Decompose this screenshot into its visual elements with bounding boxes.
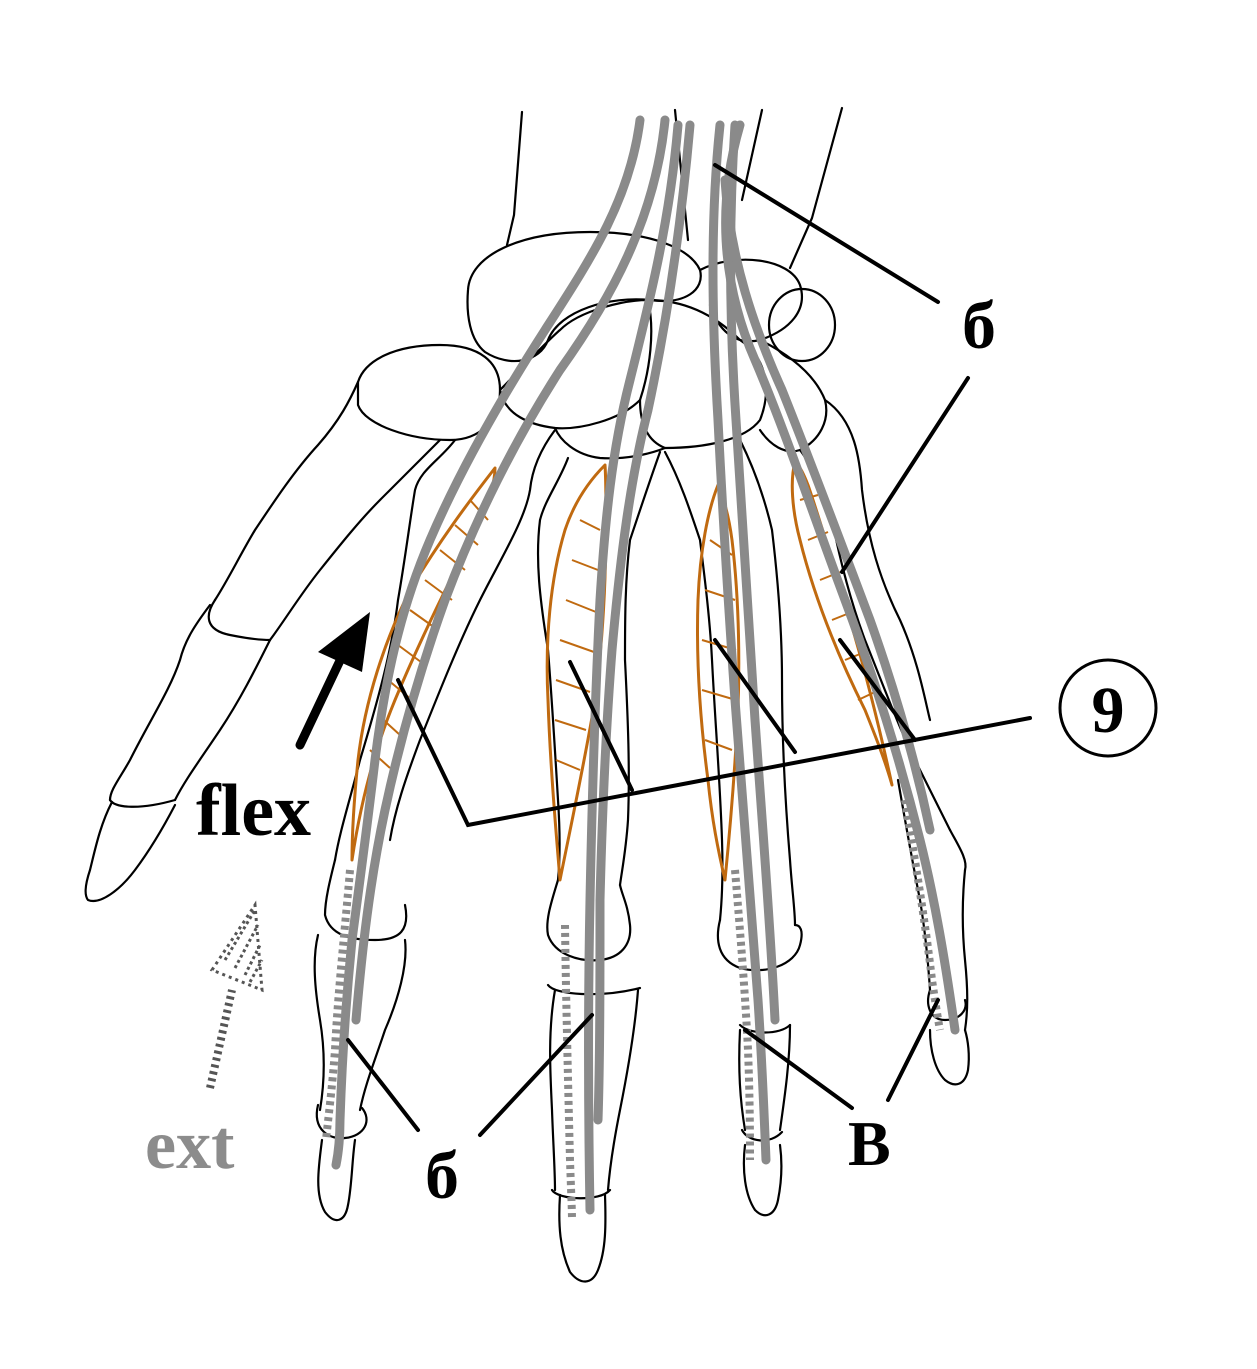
carpal-base-line (553, 426, 667, 460)
ext-dash-little (901, 799, 944, 1031)
flexor-tendons (331, 115, 960, 1215)
thumb-ip-joint (108, 798, 177, 808)
ulna-bone (788, 106, 844, 270)
leader-b-bottom-left (346, 1038, 420, 1132)
ring-distal-phalanx (742, 1143, 783, 1217)
middle-distal-phalanx (558, 1193, 607, 1283)
leader-9-ring (713, 638, 797, 754)
leader-9-main (396, 678, 1032, 828)
little-pip-joint (927, 988, 967, 1022)
thumb-mcp-joint (207, 598, 272, 642)
label-ext: ext (145, 1107, 234, 1184)
tendon-index-2 (351, 115, 670, 1025)
thumb-proximal-phalanx (108, 603, 272, 802)
ext-arrow-icon (206, 900, 264, 1089)
label-circled-9: 9 (1092, 674, 1125, 747)
label-v-bottom: В (848, 1108, 891, 1179)
lumbrical-ring (696, 483, 741, 882)
ring-mcp-joint (716, 918, 803, 972)
carpal-trapezium (356, 343, 502, 442)
label-b-bottom: б (425, 1137, 459, 1213)
leader-v-left (743, 1028, 854, 1110)
hand-skeleton-outline (84, 106, 970, 1283)
little-distal-phalanx (928, 1028, 970, 1086)
tendon-little-1 (721, 120, 960, 1035)
middle-proximal-phalanx (549, 988, 640, 1192)
leader-b-bottom-right (478, 1013, 594, 1137)
label-b-top: б (962, 287, 996, 363)
ring-metacarpal (663, 438, 797, 927)
tendon-ring-1 (708, 120, 771, 1165)
radius-bone (505, 110, 524, 247)
ext-dash-middle (561, 924, 576, 1221)
carpal-pisiform (767, 287, 837, 363)
leader-b-second (840, 376, 970, 574)
index-distal-phalanx (317, 1138, 357, 1222)
leader-v-right (886, 998, 940, 1102)
ring-proximal-phalanx (738, 1023, 792, 1132)
flex-arrow-icon (295, 612, 370, 750)
leader-b-top (713, 163, 940, 304)
label-flex: flex (196, 770, 311, 852)
leader-9-little (838, 638, 917, 742)
index-metacarpal (333, 428, 557, 862)
index-proximal-phalanx (313, 933, 407, 1112)
lumbrical-little (790, 460, 894, 787)
tendon-middle-1 (584, 120, 683, 1215)
leader-lines (346, 163, 1032, 1137)
thumb-distal-phalanx (84, 800, 177, 903)
index-pip-joint (315, 1103, 368, 1140)
thumb-metacarpal (213, 380, 442, 642)
label-9-circle (1058, 658, 1158, 758)
extensor-tendon-dashes (322, 799, 944, 1221)
little-mcp-joint (948, 828, 967, 872)
carpal-hamate (758, 338, 828, 453)
middle-pip-joint (546, 983, 642, 1200)
lumbrical-middle-hatch (554, 519, 601, 771)
tendon-middle-2 (593, 120, 695, 1125)
ring-pip-joint (738, 1023, 792, 1142)
leader-9-middle (568, 660, 634, 792)
tendon-index-1 (331, 115, 645, 1170)
ext-dash-ring (731, 869, 754, 1161)
